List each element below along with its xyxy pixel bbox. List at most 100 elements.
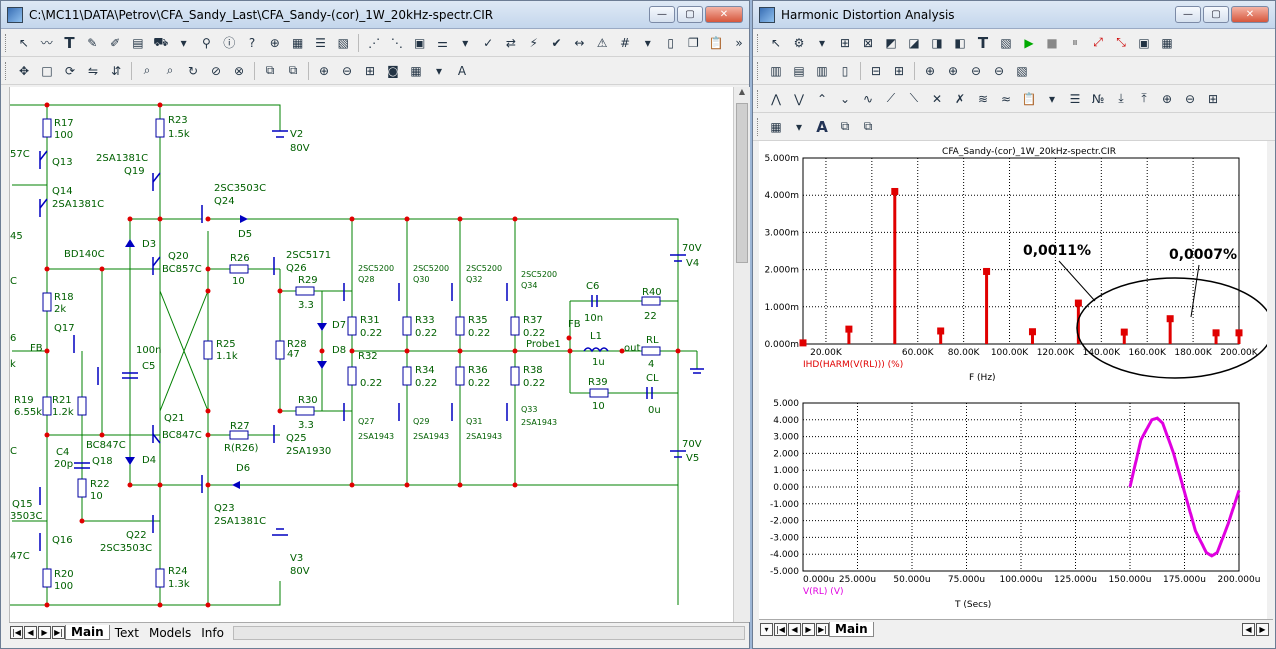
a-text-icon[interactable]: T xyxy=(977,33,989,52)
slope2-icon[interactable]: ⟍ xyxy=(909,91,919,105)
stop-icon[interactable]: ⊘ xyxy=(210,63,222,78)
a-zoom-icon[interactable]: ⊕ xyxy=(924,63,936,78)
page-copy-icon[interactable]: ❐ xyxy=(688,35,699,50)
a-cursor-icon[interactable]: ⤢ xyxy=(1093,35,1103,49)
first-page-button[interactable]: |◀ xyxy=(10,626,23,639)
check-icon[interactable]: ✓ xyxy=(483,35,494,50)
a-dropdown-page-button[interactable]: ▾ xyxy=(760,623,773,636)
crossing-icon[interactable]: ✕ xyxy=(931,91,943,106)
fit2-icon[interactable]: ⤒ xyxy=(1141,91,1147,105)
zoom-out-icon[interactable]: ⊖ xyxy=(341,63,353,78)
truck-icon[interactable]: ⛟ xyxy=(153,34,169,49)
tab-text[interactable]: Text xyxy=(114,625,139,640)
refresh-icon[interactable]: ↻ xyxy=(187,63,199,78)
a-dropdown-icon[interactable]: ▾ xyxy=(818,35,826,50)
crossing2-icon[interactable]: ✗ xyxy=(954,91,966,106)
a-paste-icon[interactable]: ⧉ xyxy=(863,119,873,133)
camera-icon[interactable]: ◙ xyxy=(387,63,399,78)
valley-icon[interactable]: ⋁ xyxy=(794,91,804,106)
close-button[interactable]: ✕ xyxy=(705,6,743,23)
horizontal-scrollbar[interactable] xyxy=(232,625,745,640)
a-zoom4-icon[interactable]: ⊖ xyxy=(993,63,1005,78)
a-layout2-icon[interactable]: ▤ xyxy=(793,63,805,78)
text-tool-icon[interactable]: T xyxy=(64,33,75,52)
analysis-close-button[interactable]: ✕ xyxy=(1231,6,1269,23)
a-layout1-icon[interactable]: ▥ xyxy=(770,63,782,78)
a-prev-page-button[interactable]: ◀ xyxy=(788,623,801,636)
table-icon[interactable]: ☰ xyxy=(315,35,326,50)
high-icon[interactable]: ⌃ xyxy=(816,91,828,106)
a-cursor2-icon[interactable]: ⤡ xyxy=(1116,35,1126,49)
properties-icon[interactable]: ▧ xyxy=(337,35,349,50)
find-icon[interactable]: ⌕ xyxy=(143,63,151,77)
probe-icon[interactable]: ⚲ xyxy=(201,35,211,50)
a-options-icon[interactable]: ⚙ xyxy=(793,35,805,50)
a-split2-icon[interactable]: ⊞ xyxy=(893,63,905,78)
dropdown-icon-2[interactable]: ▾ xyxy=(462,35,469,50)
analysis-minimize-button[interactable]: — xyxy=(1175,6,1201,23)
a-plot2-icon[interactable]: ◪ xyxy=(908,35,920,50)
rotate-icon[interactable]: ⟳ xyxy=(64,63,76,78)
a-dropdown-icon-2[interactable]: ▾ xyxy=(1048,91,1056,106)
a-first-page-button[interactable]: |◀ xyxy=(774,623,787,636)
a-zoom3-icon[interactable]: ⊖ xyxy=(970,63,982,78)
minimize-button[interactable]: — xyxy=(649,6,675,23)
copy-icon[interactable]: ⧉ xyxy=(265,63,275,77)
a-layout4-icon[interactable]: ▯ xyxy=(841,63,849,78)
scroll-thumb[interactable] xyxy=(736,103,748,263)
a-copy-icon[interactable]: ⧉ xyxy=(840,119,850,133)
a-layout3-icon[interactable]: ▥ xyxy=(816,63,828,78)
a-zoomin-icon[interactable]: ⊕ xyxy=(1161,91,1173,106)
a-zoom2-icon[interactable]: ⊕ xyxy=(947,63,959,78)
a-font-icon[interactable]: A xyxy=(816,117,828,136)
component-icon[interactable]: ▤ xyxy=(132,35,144,50)
a-zoomfit-icon[interactable]: ⊞ xyxy=(1207,91,1219,106)
peak-icon[interactable]: ⋀ xyxy=(771,91,781,106)
a-plot-icon[interactable]: ◩ xyxy=(885,35,897,50)
a-data-icon[interactable]: ⊠ xyxy=(862,35,874,50)
page-icon[interactable]: ▯ xyxy=(667,35,674,50)
a-zoomout-icon[interactable]: ⊖ xyxy=(1184,91,1196,106)
a-grid-icon[interactable]: ▦ xyxy=(770,119,782,134)
list-icon[interactable]: ☰ xyxy=(1069,91,1081,106)
maximize-button[interactable]: ▢ xyxy=(677,6,703,23)
dropdown-icon-4[interactable]: ▾ xyxy=(435,63,443,78)
brush-icon[interactable]: ✐ xyxy=(110,35,121,50)
dropdown-icon-3[interactable]: ▾ xyxy=(644,35,651,50)
lightning-icon[interactable]: ⚡ xyxy=(529,35,538,50)
a-scroll-left[interactable]: ◀ xyxy=(1242,623,1255,636)
grid-text-icon[interactable]: ⋱ xyxy=(390,35,403,50)
move-icon[interactable]: ✥ xyxy=(18,63,30,78)
dropdown-icon[interactable]: ▾ xyxy=(180,35,187,50)
grid-icon[interactable]: # xyxy=(619,35,631,50)
cancel-icon[interactable]: ⊗ xyxy=(233,63,245,78)
paste-icon[interactable]: ⧉ xyxy=(288,63,298,77)
run-icon[interactable]: ▶ xyxy=(1024,35,1034,50)
info-icon[interactable]: ⓘ xyxy=(223,36,236,50)
slope-icon[interactable]: ⟋ xyxy=(886,91,896,105)
pause-icon[interactable]: ⏸ xyxy=(1071,35,1078,49)
globe-icon[interactable]: ⊕ xyxy=(269,35,280,50)
a-scroll-right[interactable]: ▶ xyxy=(1256,623,1269,636)
low-icon[interactable]: ⌄ xyxy=(839,91,851,106)
arrows-icon[interactable]: ⇄ xyxy=(505,35,516,50)
wire-icon[interactable]: 〰 xyxy=(40,36,53,50)
node-numbers-icon[interactable]: ⋰ xyxy=(368,35,381,50)
clipboard-icon-2[interactable]: 📋 xyxy=(1021,91,1037,106)
a-tab-main[interactable]: Main xyxy=(829,622,874,637)
schematic-canvas[interactable]: R17 100 R23 1.5k V2 80V 57C Q13 Q14 2SA1… xyxy=(9,87,733,622)
a-plot3-icon[interactable]: ◨ xyxy=(931,35,943,50)
pen-icon[interactable]: ✎ xyxy=(87,35,98,50)
more-icon[interactable]: » xyxy=(735,35,743,50)
box-icon[interactable]: □ xyxy=(41,63,53,78)
help-icon[interactable]: ? xyxy=(248,35,256,50)
prev-page-button[interactable]: ◀ xyxy=(24,626,37,639)
find-next-icon[interactable]: ⌕ xyxy=(166,63,174,77)
warning-icon[interactable]: ⚠ xyxy=(596,35,608,50)
tab-main[interactable]: Main xyxy=(65,625,110,640)
a-scale-icon[interactable]: ⊞ xyxy=(839,35,851,50)
tick-icon[interactable]: ✔ xyxy=(551,35,562,50)
a-next-page-button[interactable]: ▶ xyxy=(802,623,815,636)
flip-h-icon[interactable]: ⇋ xyxy=(87,63,99,78)
